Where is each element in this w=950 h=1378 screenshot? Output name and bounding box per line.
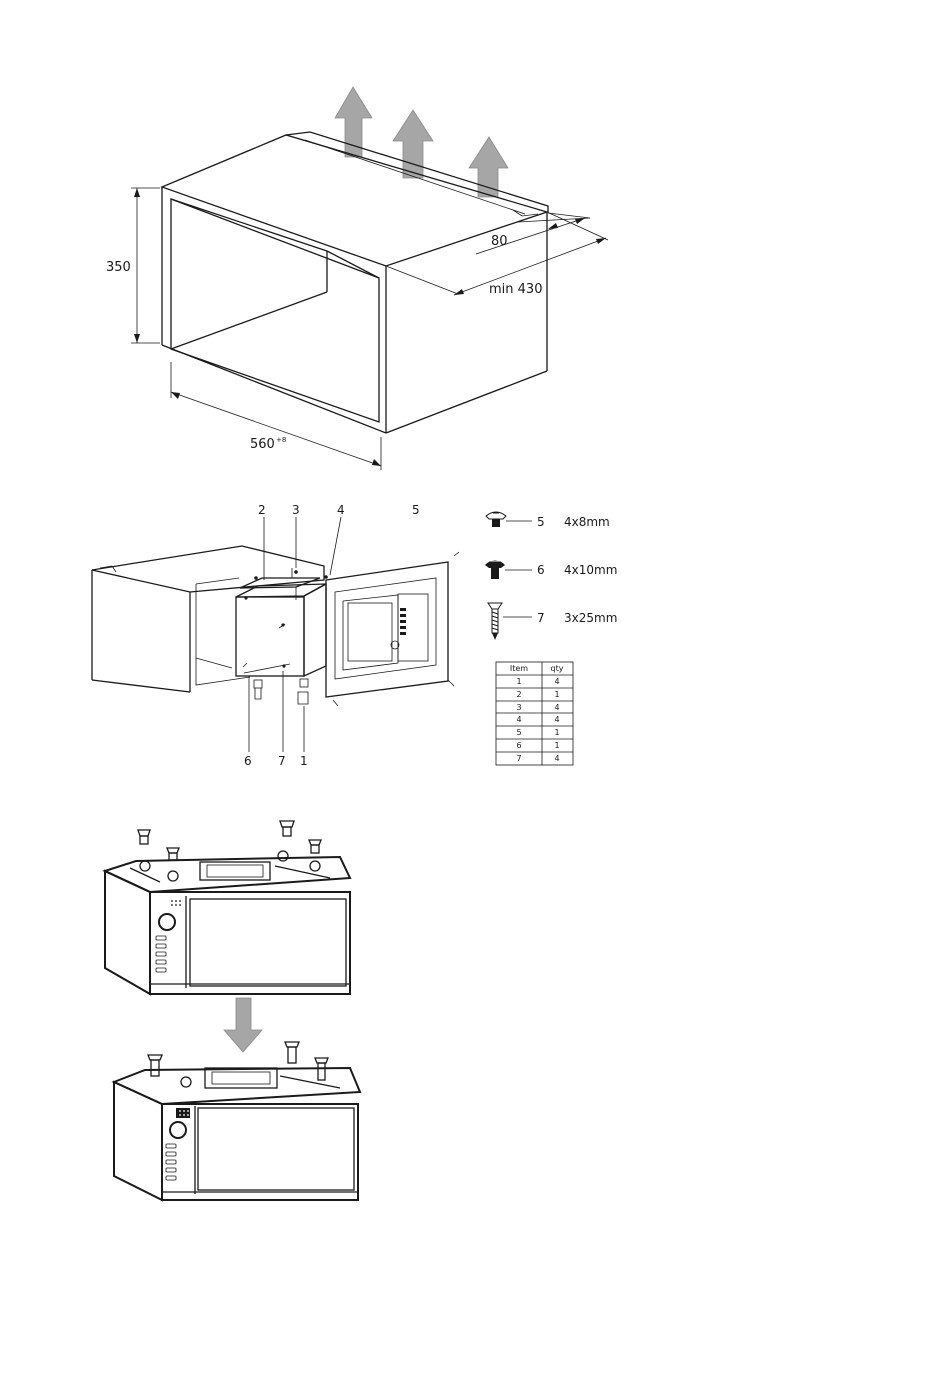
airflow-arrows (335, 87, 508, 197)
down-arrow-icon (224, 998, 262, 1052)
table-cell: 2 (516, 690, 521, 699)
screw-legend: 5 4x8mm 6 4x10mm 7 3x25mm (485, 512, 617, 640)
loose-feet (138, 821, 321, 860)
panel-buttons (156, 936, 166, 972)
screw-7-size: 3x25mm (564, 611, 617, 625)
feet-removal-figure-before (105, 821, 350, 994)
table-cell: 6 (516, 741, 521, 750)
dim-depth-label: min 430 (489, 282, 542, 297)
callout-6: 6 (244, 754, 252, 768)
oven-body (236, 568, 328, 704)
screw-4x10-icon (485, 560, 505, 579)
control-buttons (400, 608, 406, 635)
cabinet-dimension-figure: 350 80 min 430 560 +8 (106, 87, 608, 470)
callout-3: 3 (292, 503, 300, 517)
display-icon (171, 900, 181, 906)
table-cell: 4 (554, 715, 559, 724)
dimension-lines (131, 188, 608, 470)
foot-icon (309, 840, 321, 853)
table-cell: 1 (516, 677, 521, 686)
screw-3x25-icon (488, 603, 502, 640)
table-cell: 1 (554, 728, 559, 737)
callout-5: 5 (412, 503, 420, 517)
foot-icon (298, 679, 308, 704)
microwave-before (105, 851, 350, 994)
foot-icon (280, 821, 294, 836)
screw-5-item: 5 (537, 515, 545, 529)
table-cell: 4 (554, 677, 559, 686)
screw-4x8-icon (486, 512, 506, 527)
callout-2: 2 (258, 503, 266, 517)
trim-frame (243, 552, 459, 706)
display-icon (176, 1108, 190, 1118)
foot-icon (148, 1055, 162, 1076)
table-cell: 7 (516, 754, 521, 763)
table-cell: 4 (554, 754, 559, 763)
table-cell: 3 (516, 703, 521, 712)
callout-1: 1 (300, 754, 308, 768)
exploded-assembly-figure: 2 3 4 5 6 7 1 5 4x8mm 6 4x10mm (92, 503, 617, 768)
callout-7: 7 (278, 754, 286, 768)
cabinet-box (92, 546, 324, 692)
panel-buttons (166, 1144, 176, 1180)
dim-width-tolerance: +8 (276, 436, 286, 444)
foot-icon (167, 848, 179, 860)
table-header-qty: qty (551, 664, 564, 673)
dim-height-label: 350 (106, 260, 131, 275)
screw-5-size: 4x8mm (564, 515, 610, 529)
table-cell: 1 (554, 690, 559, 699)
microwave-after (114, 1042, 360, 1200)
foot-icon (285, 1042, 299, 1063)
foot-icon (138, 830, 150, 844)
screw-6-size: 4x10mm (564, 563, 617, 577)
table-header-item: Item (510, 664, 528, 673)
airflow-arrow-icon (335, 87, 372, 157)
table-cell: 4 (516, 715, 521, 724)
dim-width-label: 560 (250, 437, 275, 452)
screw-6-item: 6 (537, 563, 545, 577)
table-cell: 5 (516, 728, 521, 737)
dim-gap-label: 80 (491, 234, 508, 249)
callout-4: 4 (337, 503, 345, 517)
foot-icon (254, 680, 262, 699)
table-cell: 4 (554, 703, 559, 712)
callout-leaders (249, 517, 341, 752)
feet-removal-figure-after (114, 1042, 360, 1200)
table-cell: 1 (554, 741, 559, 750)
parts-table: Item qty 1 4 2 1 3 4 4 4 5 1 6 1 7 4 (496, 662, 573, 765)
screw-7-item: 7 (537, 611, 545, 625)
